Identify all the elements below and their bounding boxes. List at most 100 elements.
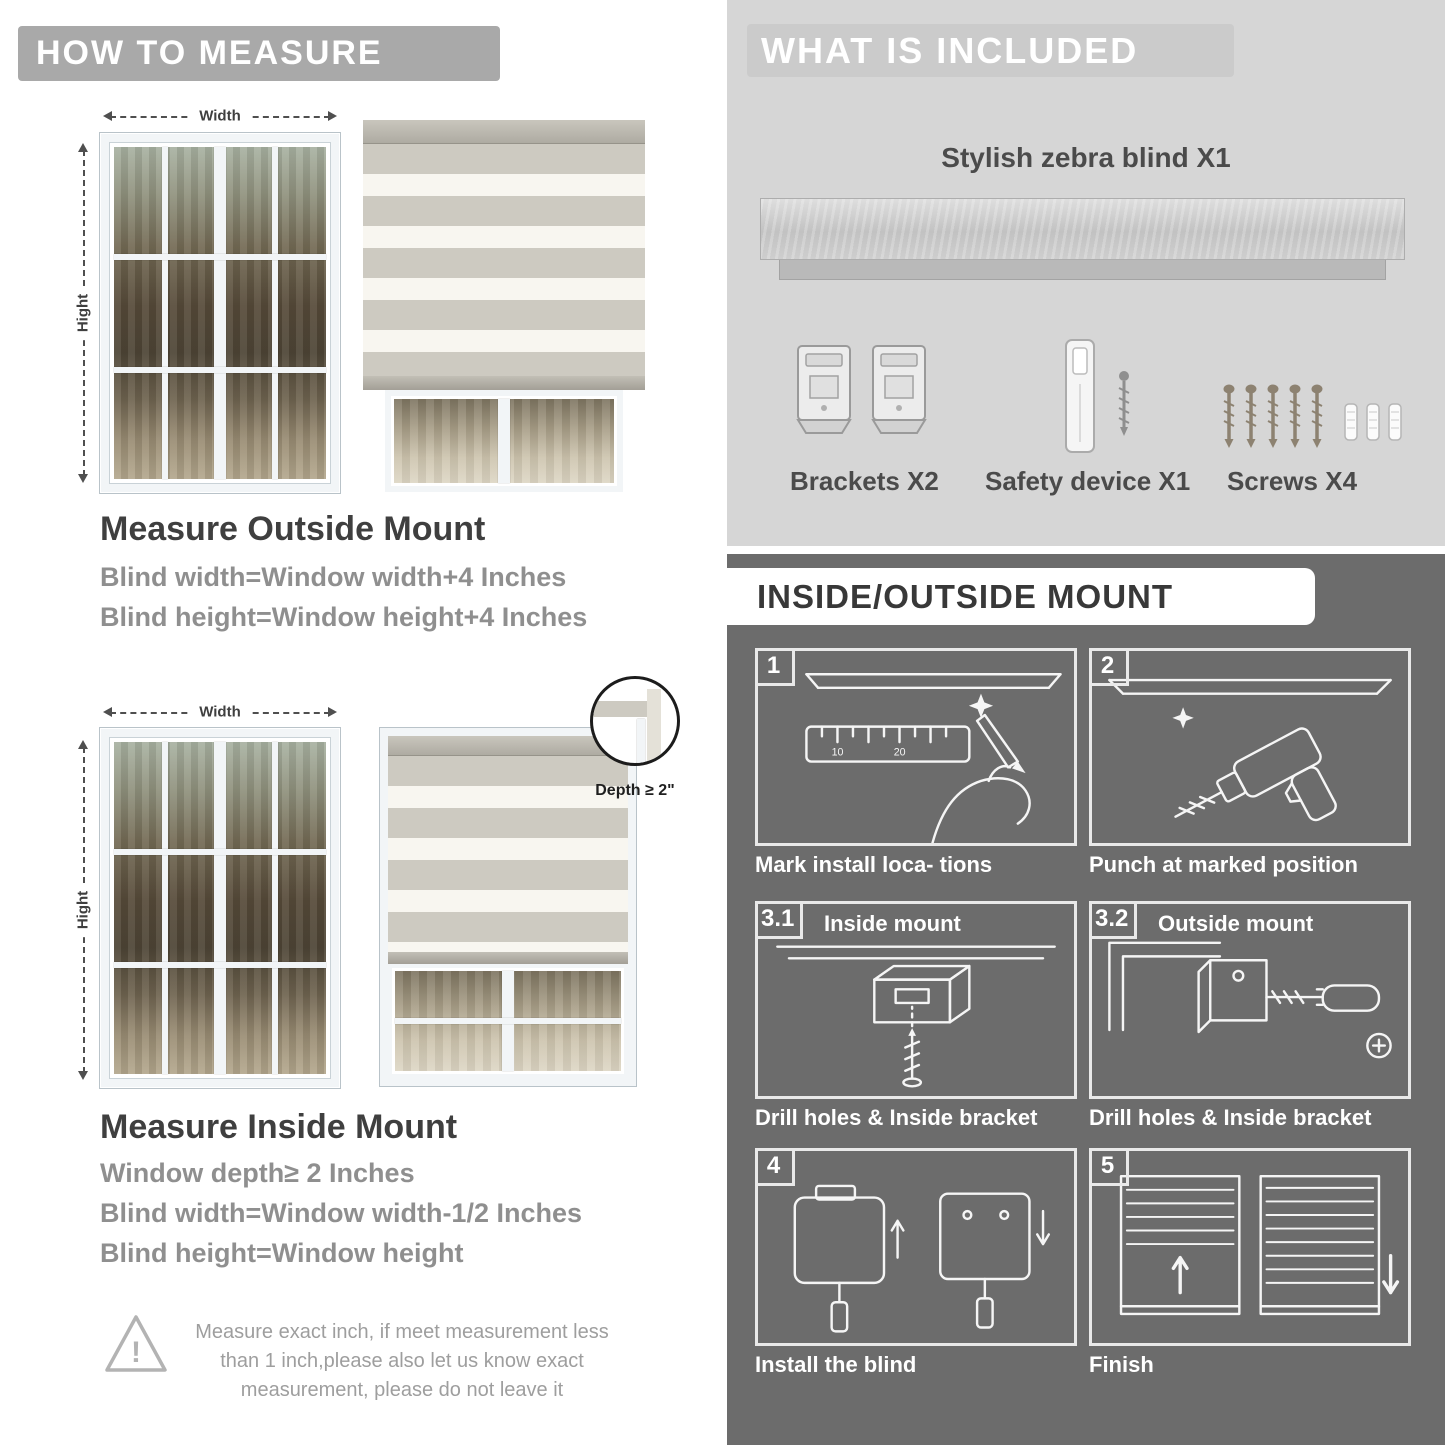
bracket-icon [871, 345, 927, 434]
arrow-head-right-icon [328, 707, 337, 717]
step-panel-3-1: 3.1 Inside mount [755, 901, 1077, 1099]
step-caption: Finish [1089, 1352, 1154, 1377]
arrow-head-down-icon [78, 1071, 88, 1080]
outside-height-formula: Blind height=Window height+4 Inches [100, 602, 588, 632]
step-number: 3.2 [1089, 901, 1138, 939]
step-panel-5: 5 [1089, 1148, 1411, 1346]
width-label: Width [190, 703, 250, 721]
height-arrow-inside: Hight [74, 740, 92, 1080]
inside-depth-rule: Window depth≥ 2 Inches [100, 1158, 415, 1188]
inside-bracket-illustration [776, 945, 1056, 1088]
outside-width-formula: Blind width=Window width+4 Inches [100, 562, 567, 592]
inside-height-formula: Blind height=Window height [100, 1238, 464, 1268]
step-panel-4: 4 [755, 1148, 1077, 1346]
screws-label: Screws X4 [1226, 466, 1358, 496]
svg-text:20: 20 [894, 747, 906, 759]
window-mullion [395, 1018, 621, 1024]
blind-headrail-illustration [760, 198, 1405, 260]
window-mullion [114, 961, 326, 968]
safety-device-icon [1065, 339, 1130, 453]
how-to-measure-title: HOW TO MEASURE [36, 34, 383, 72]
mark-location-illustration: 10 20 [805, 673, 1062, 843]
svg-text:10: 10 [832, 747, 844, 759]
window-illustration-outside [100, 133, 340, 493]
step-number: 3.1 [755, 901, 804, 939]
blind-headrail [388, 736, 628, 756]
safety-device-label: Safety device X1 [985, 466, 1191, 496]
blind-corner-detail [647, 689, 661, 763]
mount-title: INSIDE/OUTSIDE MOUNT [757, 577, 1174, 615]
step-caption: Mark install loca- tions [755, 852, 993, 877]
zebra-blind-illustration-outside [363, 120, 645, 492]
step-title: Outside mount [1158, 911, 1314, 936]
depth-callout-label: Depth ≥ 2" [595, 782, 675, 799]
width-arrow-outside: Width [103, 107, 337, 125]
inside-width-formula: Blind width=Window width-1/2 Inches [100, 1198, 583, 1228]
blind-bottomrail [363, 376, 645, 390]
arrow-head-down-icon [78, 474, 88, 483]
window-mullion [114, 366, 326, 373]
mount-instructions-section: INSIDE/OUTSIDE MOUNT 10 20 1 Mark instal… [727, 554, 1445, 1445]
step-caption: Punch at marked position [1089, 852, 1358, 877]
blind-bottomrail [388, 952, 628, 964]
brackets-label: Brackets X2 [790, 466, 939, 496]
window-mullion-center [498, 399, 510, 483]
blind-corner-detail [593, 701, 659, 717]
mount-banner: INSIDE/OUTSIDE MOUNT [727, 568, 1315, 625]
step-panel-3-2: 3.2 Outside mount [1089, 901, 1411, 1099]
product-label: Stylish zebra blind X1 [941, 142, 1231, 173]
blind-stripes [363, 144, 645, 376]
width-label: Width [190, 107, 250, 125]
blind-stripes [388, 756, 628, 952]
window-mullion [114, 253, 326, 260]
arrow-head-up-icon [78, 740, 88, 749]
window-frame-detail [637, 719, 645, 763]
window-sash [110, 738, 330, 1078]
outside-mount-heading: Measure Outside Mount [100, 510, 486, 548]
step-number: 2 [1089, 648, 1129, 686]
window-sash [392, 968, 624, 1074]
step-panel-1: 10 20 1 [755, 648, 1077, 846]
what-is-included-section: WHAT IS INCLUDED Stylish zebra blind X1 [727, 0, 1445, 546]
window-illustration-inside [100, 728, 340, 1088]
how-to-measure-banner: HOW TO MEASURE [18, 26, 500, 81]
window-sash [110, 143, 330, 483]
blind-headrail-lip [779, 260, 1386, 280]
what-is-included-banner: WHAT IS INCLUDED [747, 24, 1234, 77]
window-sash [391, 396, 617, 486]
window-mullion [272, 147, 278, 479]
measurement-warning-text: Measure exact inch, if meet measurement … [195, 1321, 609, 1401]
width-arrow-inside: Width [103, 703, 337, 721]
svg-text:!: ! [131, 1336, 141, 1369]
step-number: 1 [755, 648, 795, 686]
step-number: 4 [755, 1148, 795, 1186]
step-number: 5 [1089, 1148, 1129, 1186]
screws-icon [1221, 382, 1402, 450]
window-mullion [162, 742, 168, 1074]
install-blind-illustration [793, 1184, 1051, 1333]
window-mullion [162, 147, 168, 479]
window-mullion-center [214, 742, 226, 1074]
window-under-blind [385, 390, 623, 492]
zebra-blind-illustration-inside [380, 728, 636, 1086]
step-panel-2: 2 [1089, 648, 1411, 846]
drill-illustration [1108, 678, 1392, 822]
depth-magnifier-circle-icon [590, 676, 680, 766]
window-mullion-center [214, 147, 226, 479]
arrow-head-up-icon [78, 143, 88, 152]
step-caption: Drill holes & Inside bracket [755, 1105, 1038, 1130]
step-caption: Install the blind [755, 1352, 917, 1377]
warning-triangle-icon: ! [105, 1315, 167, 1372]
arrow-head-right-icon [328, 111, 337, 121]
arrow-head-left-icon [103, 111, 112, 121]
arrow-head-left-icon [103, 707, 112, 717]
what-is-included-title: WHAT IS INCLUDED [761, 29, 1139, 71]
blind-headrail [363, 120, 645, 144]
height-label: Hight [74, 882, 92, 938]
outside-bracket-illustration [1108, 941, 1392, 1059]
window-under-blind [388, 964, 628, 1078]
height-arrow-outside: Hight [74, 143, 92, 483]
finish-illustration [1119, 1175, 1400, 1316]
step-title: Inside mount [824, 911, 961, 936]
